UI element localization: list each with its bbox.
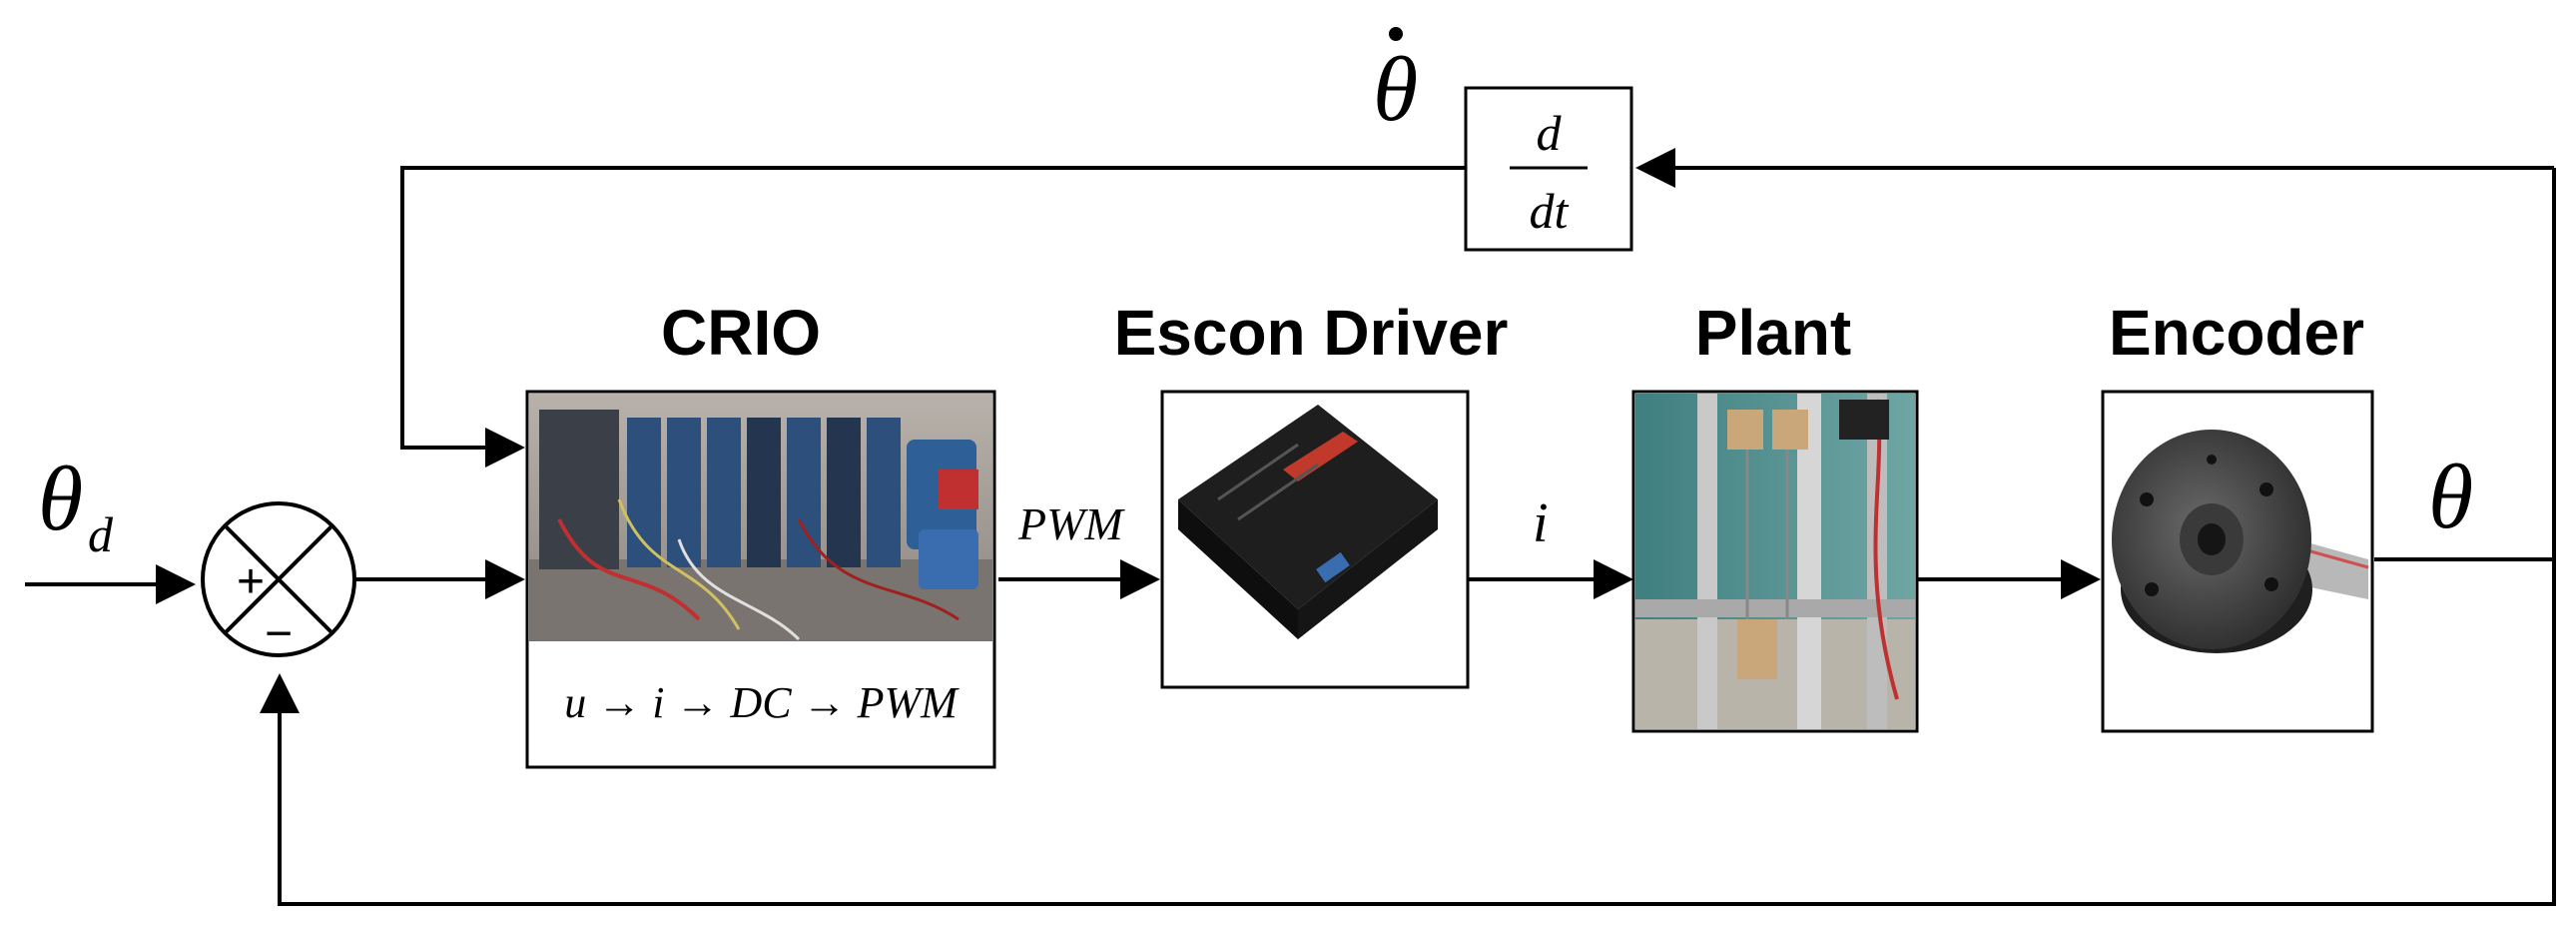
summing-junction: + − (201, 501, 356, 660)
encoder-title: Encoder (2109, 297, 2364, 369)
plant-photo (1635, 394, 1915, 729)
pwm-label: PWM (1017, 498, 1125, 549)
output-theta-label: θ (2428, 446, 2473, 547)
crio-caption: u → i → DC → PWM (564, 678, 960, 727)
escon-block (1160, 390, 1470, 689)
theta-dot-marker (1389, 27, 1403, 41)
output-wire (260, 557, 2556, 906)
plant-block (1631, 390, 1919, 733)
current-label: i (1533, 492, 1549, 554)
encoder-image (2112, 430, 2369, 653)
input-theta-subscript: d (88, 506, 114, 562)
crio-photo (529, 394, 992, 641)
crio-block: u → i → DC → PWM (525, 390, 996, 769)
escon-driver-image (1178, 405, 1438, 639)
velocity-feedback-wire-left (400, 166, 1466, 468)
derivative-numerator: d (1537, 105, 1563, 161)
derivative-block: d dt (1464, 86, 1633, 252)
crio-title: CRIO (661, 297, 821, 369)
plant-title: Plant (1695, 297, 1851, 369)
theta-dot-label: θ (1373, 38, 1418, 140)
derivative-denominator: dt (1530, 183, 1570, 239)
plus-sign: + (237, 555, 265, 608)
escon-title: Escon Driver (1114, 297, 1509, 369)
input-theta-label: θ (38, 448, 83, 549)
minus-sign: − (265, 607, 293, 660)
encoder-block (2101, 390, 2374, 733)
